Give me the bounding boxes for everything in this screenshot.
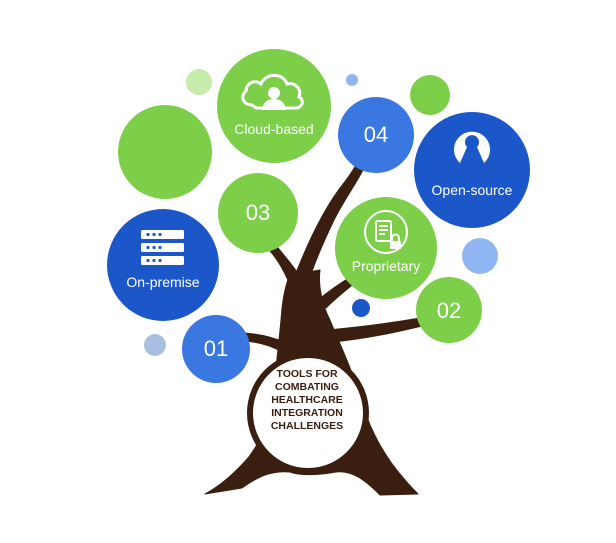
decor-circle-light-green <box>186 69 212 95</box>
center-title-line-1: TOOLS FOR <box>276 368 338 380</box>
locked-document-icon <box>364 210 408 254</box>
item-04-label: Open-source <box>431 182 513 198</box>
center-title-line-2: COMBATING <box>275 381 339 393</box>
center-title-line-3: HEALTHCARE <box>271 394 343 406</box>
decor-circle-green-top-right <box>410 75 450 115</box>
node-04-circle <box>338 97 414 173</box>
center-title: TOOLS FOR COMBATING HEALTHCARE INTEGRATI… <box>262 368 352 433</box>
center-title-line-4: INTEGRATION <box>271 407 343 419</box>
node-proprietary-circle <box>335 197 437 299</box>
server-icon <box>141 230 184 265</box>
open-source-icon <box>454 131 490 163</box>
item-01-label: On-premise <box>126 274 200 290</box>
decor-circle-small-blue <box>352 299 370 317</box>
cloud-user-icon <box>241 73 304 110</box>
center-title-line-5: CHALLENGES <box>270 420 344 432</box>
item-01-number: 01 <box>203 336 229 361</box>
node-02-circle <box>416 277 482 343</box>
decor-circle-light-blue <box>462 238 498 274</box>
item-02-number: 02 <box>436 298 462 323</box>
decor-circle-big-green <box>118 105 212 199</box>
node-01-circle <box>182 315 250 383</box>
decor-circle-pale-blue <box>144 334 166 356</box>
node-open-source-circle <box>414 112 530 228</box>
item-03-number: 03 <box>245 200 271 225</box>
decor-circle-tiny-blue <box>346 74 358 86</box>
item-02-label: Proprietary <box>351 258 421 274</box>
item-04-number: 04 <box>363 122 389 147</box>
center-circle-inner <box>253 358 363 468</box>
node-03-circle <box>218 173 298 253</box>
item-03-label: Cloud-based <box>234 121 314 137</box>
